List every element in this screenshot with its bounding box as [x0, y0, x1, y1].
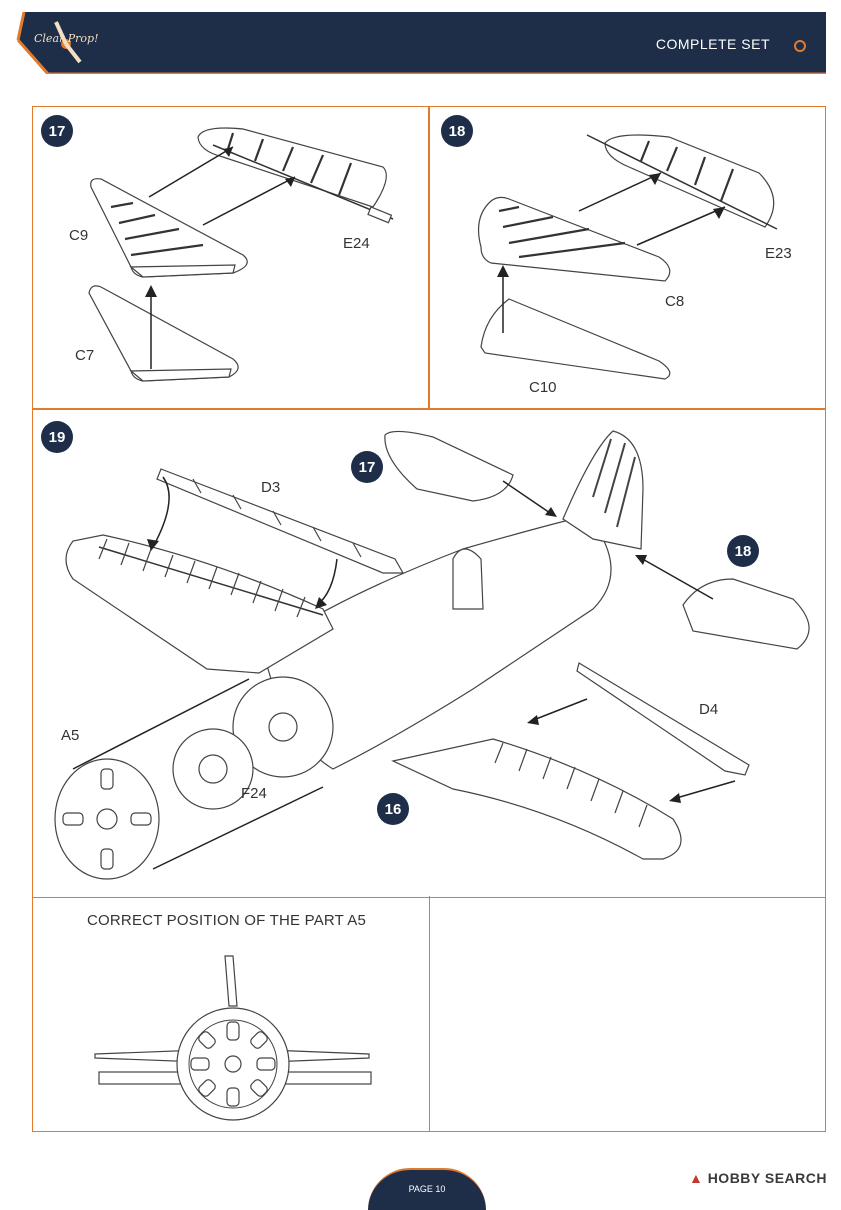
watermark-text: HOBBY SEARCH [707, 1170, 827, 1186]
label-F24: F24 [241, 785, 267, 802]
label-D3: D3 [261, 479, 281, 496]
label-C9: C9 [69, 227, 89, 244]
ref-badge-17: 17 [351, 451, 383, 483]
label-C8: C8 [665, 293, 685, 310]
ref-badge-18: 18 [727, 535, 759, 567]
cowling-A5 [54, 758, 160, 880]
hobbysearch-logo-icon: ▲ [688, 1170, 704, 1186]
step-19-badge: 19 [41, 421, 73, 453]
step-18-drawing [478, 134, 778, 380]
a5-position-panel: CORRECT POSITION OF THE PART A5 [32, 896, 430, 1132]
step-18-badge: 18 [441, 115, 473, 147]
step-18-panel: 18 E23 C8 C10 [428, 106, 826, 410]
logo-text: Clear Prop! [34, 32, 99, 45]
page-header: Clear Prop! COMPLETE SET [14, 12, 826, 74]
step-19-panel: 19 [32, 408, 826, 898]
label-E23: E23 [765, 245, 792, 262]
step-17-panel: 17 C9 E24 C7 [32, 106, 430, 410]
label-D4: D4 [699, 701, 719, 718]
ref-badge-16: 16 [377, 793, 409, 825]
engine-F24 [172, 728, 254, 810]
a5-position-caption: CORRECT POSITION OF THE PART A5 [87, 912, 367, 929]
label-E24: E24 [343, 235, 370, 252]
footer-tab: PAGE 10 [368, 1168, 486, 1210]
watermark: ▲ HOBBY SEARCH [689, 1170, 827, 1186]
propeller-logo-icon [54, 21, 82, 64]
header-dot-icon [794, 40, 806, 52]
empty-panel [428, 896, 826, 1132]
label-A5: A5 [61, 727, 80, 744]
step-19-drawing [54, 430, 810, 880]
header-banner [16, 12, 826, 74]
label-C10: C10 [529, 379, 557, 396]
label-C7: C7 [75, 347, 95, 364]
page-number: PAGE 10 [408, 1184, 446, 1194]
step-17-drawing [88, 127, 394, 382]
header-title: COMPLETE SET [655, 36, 770, 52]
step-17-badge: 17 [41, 115, 73, 147]
front-view-drawing [94, 955, 372, 1121]
